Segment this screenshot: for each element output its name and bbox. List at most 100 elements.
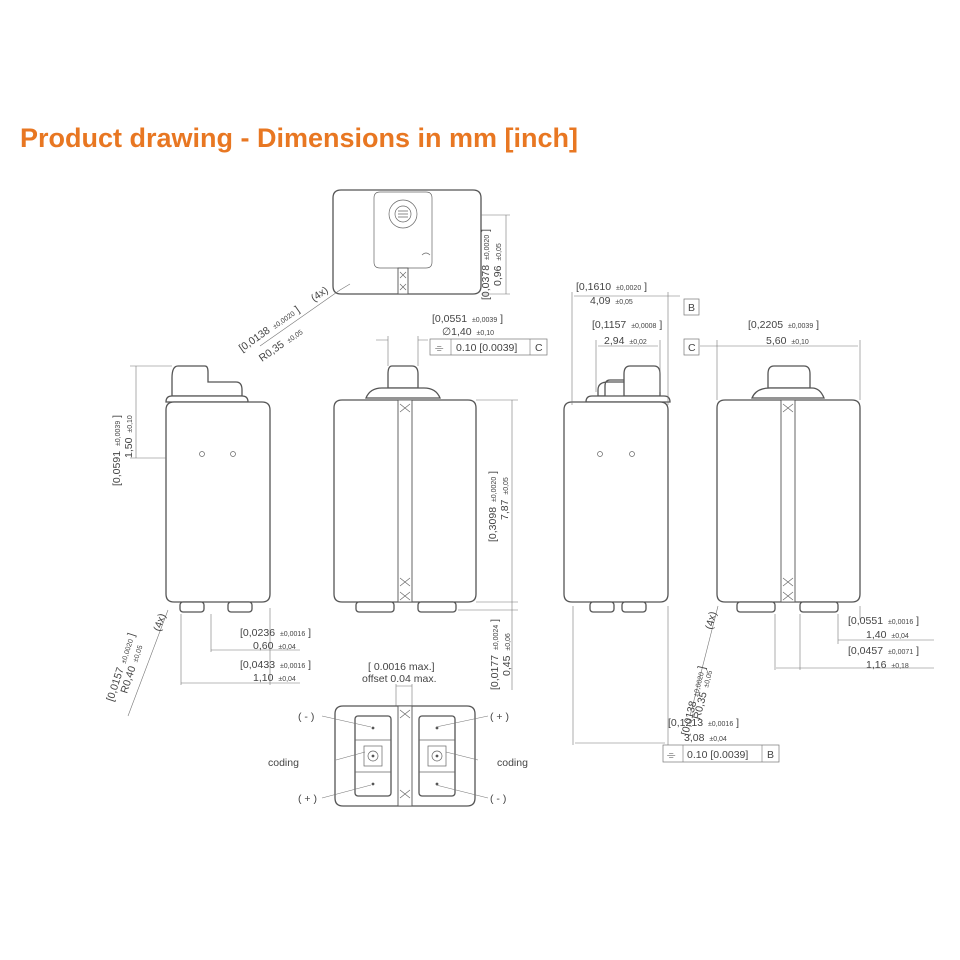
svg-text:4,09 ±0,05: 4,09 ±0,05 [590, 295, 633, 307]
svg-text:1,10 ±0,04: 1,10 ±0,04 [253, 672, 296, 684]
dim-label: offset 0.04 max. [362, 673, 437, 685]
dim-label: 2,94 [604, 335, 625, 347]
dim-4-09: [0,1610 ±0,0020 ] 4,09 ±0,05 [576, 281, 647, 307]
dim-label: ±0,0039 [115, 421, 122, 446]
dim-label: ±0,02 [629, 339, 647, 346]
dim-label: 0.10 [0.0039] [456, 342, 517, 354]
side-view-3 [563, 292, 680, 745]
dim-label: [0,3098 [487, 507, 499, 542]
svg-text:[0,1213 ±0,0016: [0,1213 ±0,0016 ] [668, 717, 739, 729]
coding-label: coding [268, 757, 299, 769]
dim-label: (4x) [309, 284, 331, 304]
dim-label: R0,35 [257, 338, 287, 364]
dim-0-60: [0,0236 ±0,0016 ] 0,60 ±0,04 [240, 627, 311, 652]
svg-text:[0,3098 ±0,0020: [0,3098 ±0,0020 ] [487, 471, 499, 542]
dim-label: (4x) [151, 612, 168, 633]
dim-label: 1,40 [866, 629, 887, 641]
dim-label: ±0,10 [477, 330, 495, 337]
dim-label: 1,16 [866, 659, 887, 671]
dim-label: 1,10 [253, 672, 274, 684]
dim-label: ±0,0016 [280, 631, 305, 638]
dim-label: [0,0177 [489, 655, 501, 690]
page-title: Product drawing - Dimensions in mm [inch… [20, 123, 579, 153]
dim-label: ±0,06 [505, 633, 512, 651]
dim-label: 0,96 [492, 265, 504, 286]
dim-label: 0,60 [253, 640, 274, 652]
dim-label: ] [126, 632, 138, 639]
dim-label: ±0,05 [703, 670, 714, 689]
dim-1-10: [0,0433 ±0,0016 ] 1,10 ±0,04 [240, 659, 311, 684]
svg-text:[0,0236 ±0,0016: [0,0236 ±0,0016 ] [240, 627, 311, 639]
svg-text:5,60 ±0,10: 5,60 ±0,10 [766, 335, 809, 347]
coding-label: coding [497, 757, 528, 769]
svg-text:[0,0433 ±0,0016: [0,0433 ±0,0016 ] [240, 659, 311, 671]
dim-label: ±0,0016 [888, 619, 913, 626]
svg-text:[0,2205 ±0,0039: [0,2205 ±0,0039 ] [748, 319, 819, 331]
polarity-minus-label: ( - ) [298, 711, 314, 723]
dim-label: (4x) [703, 610, 719, 630]
dim-label: [0,0551 [848, 615, 883, 627]
dim-label: [0,0457 [848, 645, 883, 657]
dim-diameter-1-40: [0,0551 ±0,0039 ] ∅1,40 ±0,10 [432, 313, 503, 338]
dim-r0-35-right: [0,0138 ±0,0020 ] R0,35 ±0,05 (4x) [679, 610, 719, 736]
svg-text:3,08 ±0,04: 3,08 ±0,04 [684, 732, 727, 744]
dim-label: 0,45 [501, 655, 513, 676]
dim-1-16: [0,0457 ±0,0071 ] 1,16 ±0,18 [848, 645, 919, 671]
dim-label: ] [736, 717, 739, 729]
side-view-1 [130, 365, 300, 685]
flatness-icon: ⌯ [435, 342, 444, 354]
dim-label: ±0,0016 [280, 663, 305, 670]
datum-b-box: B [683, 298, 700, 316]
dim-label: ] [696, 665, 708, 671]
dim-r0-35-top: [0,0138 ±0,0020 ] R0,35 ±0,05 (4x) [237, 283, 351, 364]
offset-note: [ 0.0016 max.] offset 0.04 max. [362, 661, 437, 685]
dim-label: ±0,05 [503, 477, 510, 495]
dim-label: ±0,0071 [888, 649, 913, 656]
dim-label: ∅1,40 [442, 326, 472, 338]
dim-0-96: [0,0378 ±0,0020 ] 0,96 ±0,05 [480, 229, 504, 300]
dim-label: ] [916, 615, 919, 627]
polarity-minus-label: ( - ) [490, 793, 506, 805]
dim-label: ] [111, 415, 123, 418]
dim-label: [0,0236 [240, 627, 275, 639]
svg-text:0,60 ±0,04: 0,60 ±0,04 [253, 640, 296, 652]
dim-label: [0,0433 [240, 659, 275, 671]
svg-text:[0,0551 ±0,0039: [0,0551 ±0,0039 ] [432, 313, 503, 325]
dim-label: 7,87 [499, 499, 511, 520]
dim-7-87: [0,3098 ±0,0020 ] 7,87 ±0,05 [487, 471, 511, 542]
dim-label: 5,60 [766, 335, 787, 347]
dim-label: 4,09 [590, 295, 611, 307]
dim-label: 0.10 [0.0039] [687, 749, 748, 761]
top-view [332, 189, 510, 295]
front-view [333, 336, 518, 706]
svg-text:∅1,40 ±0,10: ∅1,40 ±0,10 [442, 326, 494, 338]
flatness-frame-b: ⌯ 0.10 [0.0039] B [662, 744, 780, 763]
svg-text:[0,1610 ±0,0020: [0,1610 ±0,0020 ] [576, 281, 647, 293]
dim-label: ] [644, 281, 647, 293]
dim-label: ] [293, 304, 302, 316]
datum-ref: B [688, 302, 695, 314]
dim-label: [0,2205 [748, 319, 783, 331]
svg-text:1,50 ±0,10: 1,50 ±0,10 [123, 415, 135, 458]
polarity-plus-label: ( + ) [490, 711, 509, 723]
svg-text:1,40 ±0,04: 1,40 ±0,04 [866, 629, 909, 641]
datum-ref: C [688, 342, 696, 354]
svg-text:2,94 ±0,02: 2,94 ±0,02 [604, 335, 647, 347]
dim-label: ±0,0039 [788, 323, 813, 330]
dim-label: ±0,0024 [493, 625, 500, 650]
dim-label: ] [500, 313, 503, 325]
dim-label: ±0,05 [615, 299, 633, 306]
dim-label: ±0,0016 [708, 721, 733, 728]
dim-label: ±0,0039 [472, 317, 497, 324]
dim-label: [0,0378 [480, 265, 492, 300]
svg-text:0,96 ±0,05: 0,96 ±0,05 [492, 243, 504, 286]
dim-label: ] [489, 619, 501, 622]
svg-text:[0,1157 ±0,0008: [0,1157 ±0,0008 ] [592, 319, 662, 331]
flatness-frame-c: ⌯ 0.10 [0.0039] C [429, 338, 548, 356]
dim-label: ±0,04 [709, 736, 727, 743]
dim-label: [0,0591 [111, 451, 123, 486]
dim-1-40: [0,0551 ±0,0016 ] 1,40 ±0,04 [848, 615, 919, 641]
dim-label: ] [816, 319, 819, 331]
